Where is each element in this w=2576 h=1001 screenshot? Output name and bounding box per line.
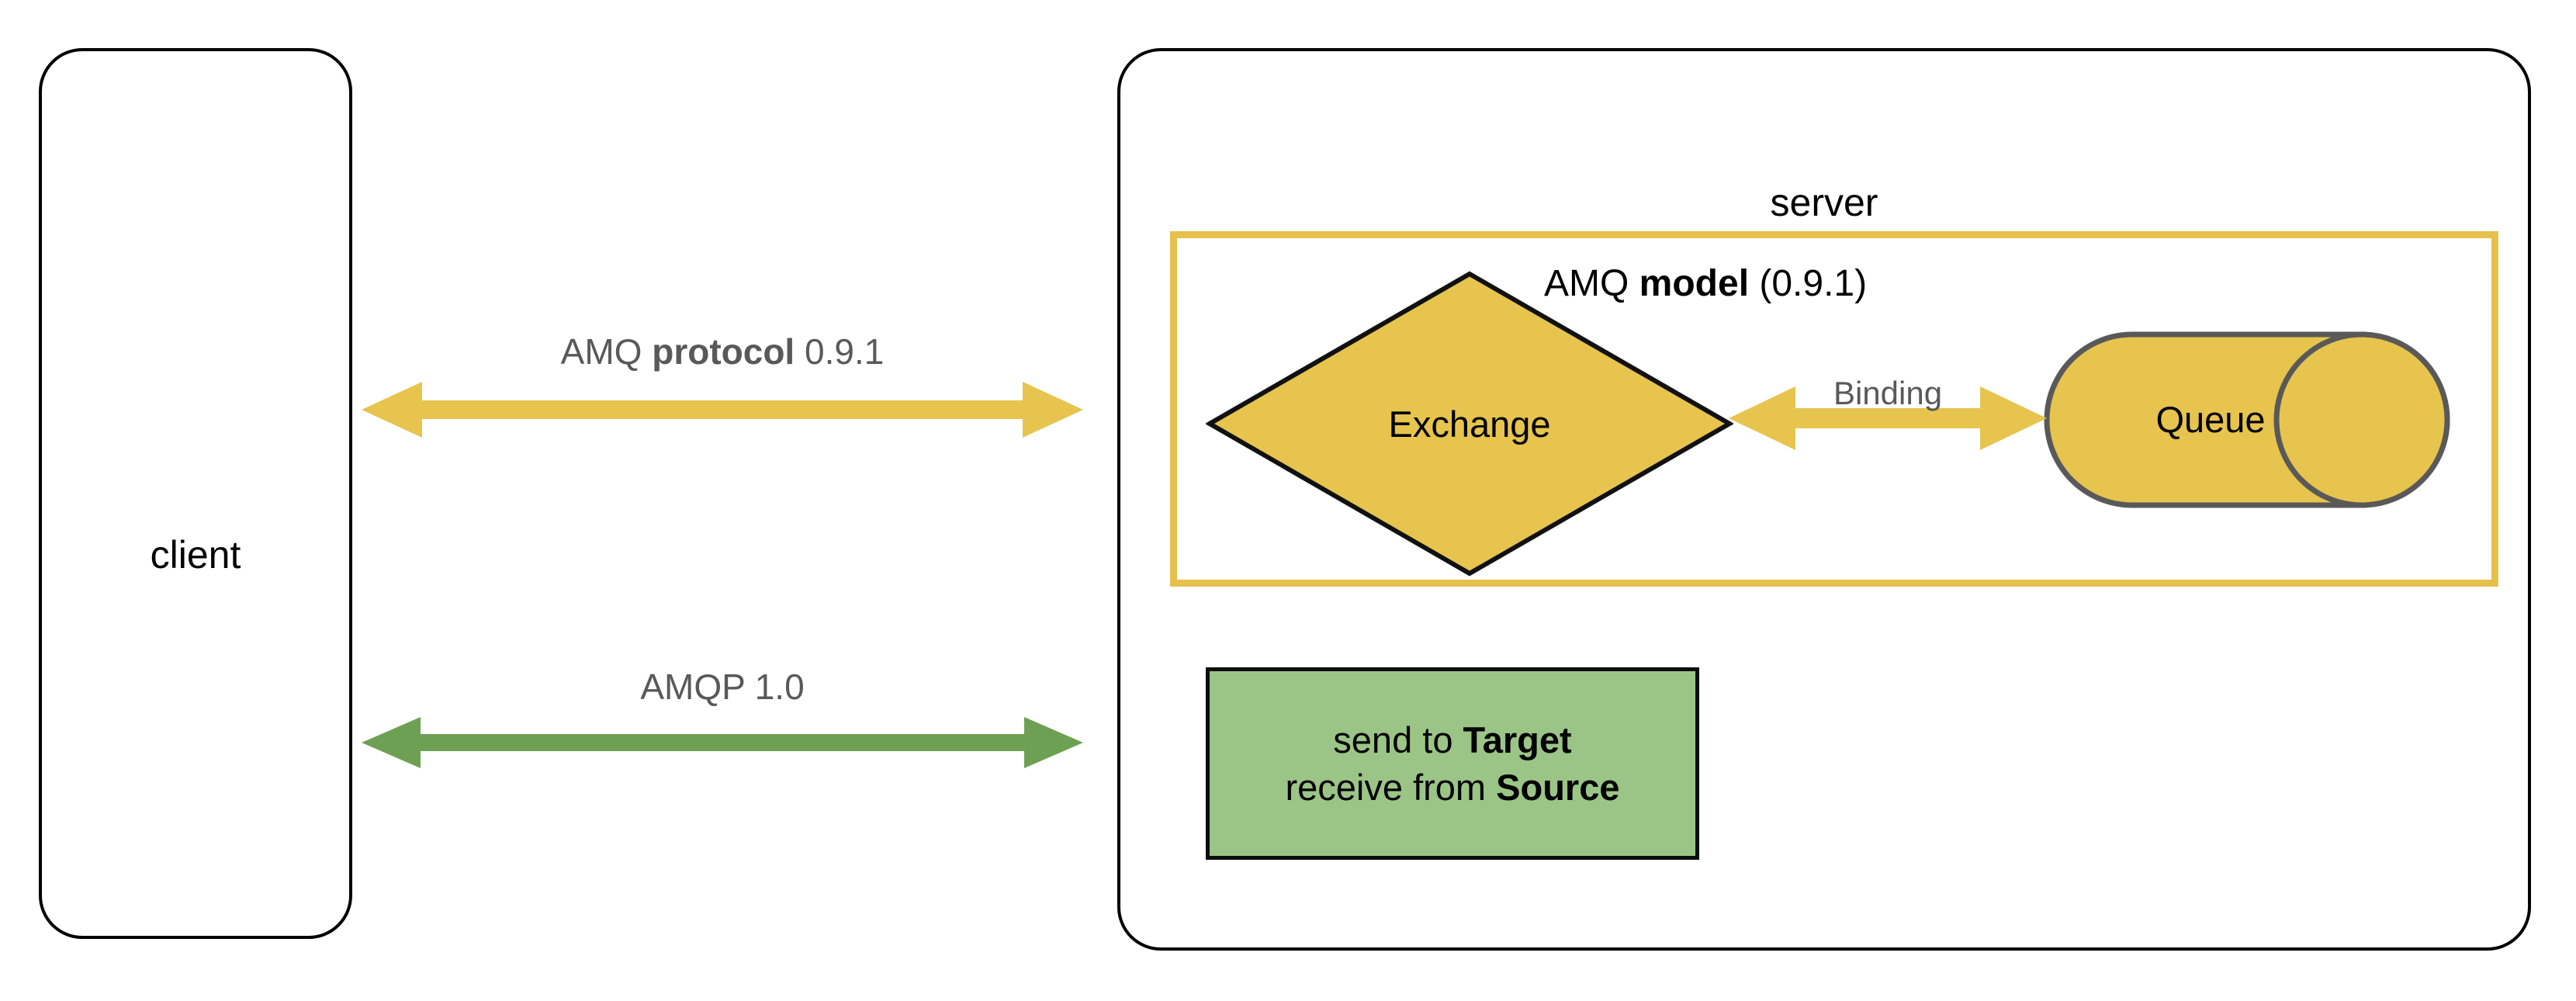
double-arrow-icon bbox=[362, 382, 1083, 438]
amqp-note-line-1-prefix: send to bbox=[1333, 719, 1463, 760]
client-container: client bbox=[39, 48, 352, 939]
amq-model-label-suffix: (0.9.1) bbox=[1749, 263, 1868, 304]
amq-model-label-bold: model bbox=[1639, 263, 1750, 304]
amqp-note-line-1-bold: Target bbox=[1463, 719, 1572, 760]
amq-model-frame bbox=[1170, 231, 2498, 587]
exchange-label: Exchange bbox=[1388, 404, 1551, 445]
queue-node: Queue bbox=[2044, 331, 2450, 508]
exchange-node: Exchange bbox=[1206, 270, 1733, 577]
binding-label: Binding bbox=[1833, 375, 1943, 411]
amq-protocol-label-bold: protocol bbox=[652, 331, 795, 372]
queue-cylinder-icon bbox=[2044, 331, 2450, 508]
amqp-note-box: send to Target receive from Source bbox=[1206, 667, 1699, 860]
amq-protocol-arrow bbox=[362, 380, 1083, 439]
amqp-note-line-2-bold: Source bbox=[1496, 767, 1620, 808]
exchange-diamond-icon bbox=[1206, 271, 1733, 577]
amq-model-label-prefix: AMQ bbox=[1544, 263, 1639, 304]
amqp-note-line-2-prefix: receive from bbox=[1285, 767, 1497, 808]
double-arrow-icon bbox=[362, 717, 1083, 768]
amqp-note-line-2: receive from Source bbox=[1286, 764, 1620, 811]
amq-model-label: AMQ model (0.9.1) bbox=[1544, 265, 1867, 303]
amq-protocol-label: AMQ protocol 0.9.1 bbox=[362, 334, 1083, 369]
client-label: client bbox=[150, 533, 241, 577]
amqp-note-line-1: send to Target bbox=[1333, 716, 1571, 764]
double-arrow-icon bbox=[1729, 386, 2047, 450]
queue-label: Queue bbox=[2155, 399, 2266, 440]
server-label: server bbox=[1770, 181, 1878, 224]
amq-protocol-label-suffix: 0.9.1 bbox=[795, 331, 885, 372]
amqp-arrow bbox=[362, 715, 1083, 770]
amqp-label: AMQP 1.0 bbox=[640, 667, 805, 707]
amq-protocol-label-prefix: AMQ bbox=[560, 331, 653, 372]
binding-arrow bbox=[1729, 385, 2047, 452]
